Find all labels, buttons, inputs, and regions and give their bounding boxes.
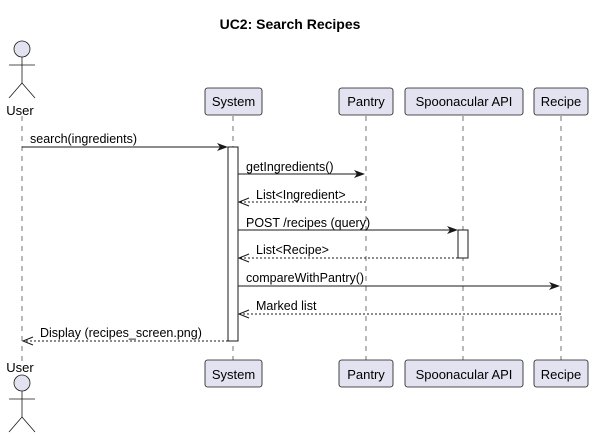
participant-system-top: System	[204, 87, 263, 116]
participant-spoonacular-bottom: Spoonacular API	[404, 359, 524, 388]
participant-spoonacular-top: Spoonacular API	[404, 87, 524, 116]
message-2: getIngredients()	[238, 160, 365, 178]
open-arrowhead-icon	[21, 336, 34, 346]
actor-user-top: User	[6, 40, 36, 118]
actor-user-bottom: User	[6, 360, 36, 433]
participant-recipe-top: Recipe	[533, 87, 589, 116]
message-3: List<Ingredient>	[237, 188, 366, 207]
participant-recipe-top-label: Recipe	[541, 94, 581, 109]
message-2-label: getIngredients()	[246, 160, 334, 174]
participant-system-top-label: System	[212, 94, 255, 109]
message-4: POST /recipes (query)	[238, 216, 458, 234]
participant-pantry-top-label: Pantry	[347, 94, 385, 109]
message-7: Marked list	[237, 299, 561, 319]
participant-recipe-bottom-label: Recipe	[541, 367, 581, 382]
diagram-title: UC2: Search Recipes	[220, 16, 361, 32]
participant-system-bottom-label: System	[212, 367, 255, 382]
message-6: compareWithPantry()	[238, 271, 560, 290]
message-4-label: POST /recipes (query)	[246, 216, 370, 230]
activation-spoonacular	[457, 229, 469, 259]
message-3-label: List<Ingredient>	[256, 188, 346, 202]
message-5-label: List<Recipe>	[256, 243, 329, 257]
message-8: Display (recipes_screen.png)	[21, 326, 228, 346]
participant-recipe-bottom: Recipe	[533, 359, 589, 388]
actor-user-bottom-label: User	[6, 360, 34, 375]
participant-pantry-bottom-label: Pantry	[347, 367, 385, 382]
message-1-label: search(ingredients)	[30, 132, 137, 146]
participant-pantry-bottom: Pantry	[338, 359, 394, 388]
message-7-label: Marked list	[256, 299, 317, 313]
arrowhead-icon	[354, 170, 365, 178]
participant-pantry-top: Pantry	[338, 87, 394, 116]
participant-spoonacular-bottom-label: Spoonacular API	[416, 367, 513, 382]
arrowhead-icon	[217, 143, 228, 151]
open-arrowhead-icon	[237, 309, 250, 319]
user-head-icon	[13, 374, 31, 392]
arrowhead-icon	[447, 226, 458, 234]
activation-system	[227, 146, 239, 342]
open-arrowhead-icon	[237, 197, 250, 207]
user-head-icon	[13, 40, 31, 58]
arrowhead-icon	[549, 282, 560, 290]
participant-spoonacular-top-label: Spoonacular API	[416, 94, 513, 109]
message-8-label: Display (recipes_screen.png)	[40, 326, 202, 340]
participant-system-bottom: System	[204, 359, 263, 388]
message-1: search(ingredients)	[22, 132, 228, 151]
message-6-label: compareWithPantry()	[246, 271, 364, 285]
actor-user-top-label: User	[6, 103, 34, 118]
open-arrowhead-icon	[237, 253, 250, 263]
message-5: List<Recipe>	[237, 243, 458, 263]
